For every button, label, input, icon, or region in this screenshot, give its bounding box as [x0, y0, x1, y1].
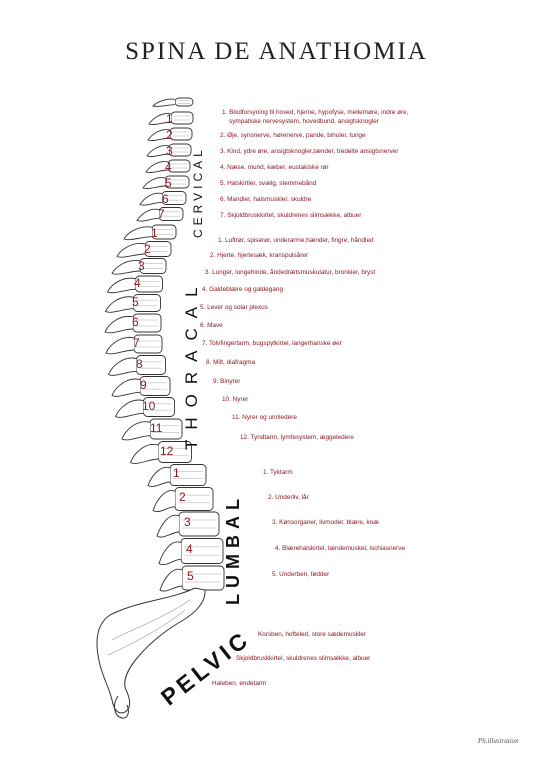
vertebra-number: 4: [165, 160, 172, 174]
note-item: 4. Næse, mund, kæber, eustakiske rør: [220, 164, 329, 171]
vertebra-process: [142, 177, 166, 189]
vertebra-number: 2: [179, 490, 186, 504]
vertebra-process: [156, 514, 180, 538]
vertebra-process: [136, 208, 160, 222]
vertebra-body: [169, 127, 193, 141]
note-item: 2. Underliv, lår: [268, 494, 309, 501]
region-label-cervical: CERVICAL: [191, 146, 205, 238]
vertebra-process: [107, 357, 137, 376]
note-item: 4. Blærehalskirtel, lændemuskel, ischias…: [275, 545, 405, 552]
vertebra-process: [159, 568, 183, 592]
sacrum-line: [107, 609, 186, 656]
note-item: 5. Underben, fødder: [272, 571, 330, 578]
note-item: 9. Binyrer: [213, 378, 241, 385]
vertebra-process: [114, 399, 144, 418]
vertebra-number: 5: [187, 569, 194, 583]
vertebra-process: [129, 443, 159, 464]
note-item: 7. Skjoldbruskkirtel, skuldrenes slimsæk…: [220, 212, 362, 219]
region-label-lumbal: LUMBAL: [223, 493, 243, 605]
vertebra-process: [147, 466, 171, 487]
vertebra-process: [105, 336, 135, 355]
coccyx-shape: [114, 695, 129, 719]
vertebra-number: 5: [132, 295, 139, 309]
vertebra-process: [152, 98, 176, 107]
vertebra-number: 3: [166, 144, 173, 158]
vertebra-number: 9: [140, 378, 147, 392]
vertebra-number: 3: [138, 259, 145, 273]
vertebra-process: [116, 243, 146, 258]
vertebra-process: [121, 421, 151, 441]
vertebra-body: [170, 111, 194, 125]
vertebra-process: [158, 541, 182, 566]
vertebra-process: [145, 161, 169, 173]
vertebra-number: 2: [166, 128, 173, 142]
vertebra-process: [146, 145, 170, 157]
note-item: 12. Tyndtarm, lymfesystem, æggeledere: [240, 434, 354, 441]
note-item: 6. Mandler, halsmuskler, skuldre: [220, 196, 312, 203]
vertebra-number: 2: [144, 242, 151, 256]
note-item: 5. Halskirtler, svælg, stemmebånd: [220, 180, 317, 187]
note-item: 3. Kind, ydre øre, ansigtsknogler,tænder…: [220, 148, 399, 155]
note-item: 7. Tolvfingertarm, bugspytkirtel, langer…: [202, 340, 342, 347]
vertebra-number: 3: [184, 515, 191, 529]
vertebra-process: [123, 226, 153, 241]
vertebra-number: 8: [136, 357, 143, 371]
note-item: 5. Lever og solar plexus: [200, 304, 268, 311]
vertebra-process: [152, 490, 176, 512]
vertebra-process: [139, 192, 163, 206]
vertebra-process: [104, 296, 134, 313]
vertebra-process: [111, 378, 141, 397]
note-item: 1. Luftrør, spiserør, underarme,hænder, …: [218, 237, 374, 244]
poster-title: SPINA DE ANATHOMIA: [125, 38, 428, 65]
vertebra-number: 1: [151, 226, 158, 240]
note-item: Haleben, endetarm: [212, 680, 267, 687]
vertebra-number: 4: [186, 542, 193, 556]
region-label-thoracal: THORACAL: [182, 277, 201, 450]
vertebra-process: [106, 277, 136, 294]
vertebra-body: [174, 97, 194, 107]
vertebra-number: 4: [134, 276, 141, 290]
note-item: Skjoldbruskkirtel, skuldrenes slimsække,…: [236, 655, 371, 662]
vertebra-number: 1: [173, 466, 180, 480]
vertebra-number: 5: [165, 176, 172, 190]
vertebra-number: 12: [160, 444, 174, 458]
vertebra-number: 11: [150, 421, 163, 435]
note-item: 1. Blodforsyning til hoved, hjerne, hypo…: [222, 109, 409, 116]
note-item: 3. Kønsorganer, livmoder, blære, knæ: [272, 519, 379, 526]
note-item: sympatiske nervesystem, hovedbund, ansig…: [229, 118, 379, 125]
note-item: 1. Tyktarm: [263, 469, 293, 476]
vertebra-process: [104, 315, 134, 334]
note-item: 3. Lunger, lungehinde, åndedrætsmuskulat…: [205, 269, 376, 276]
note-item: 4. Galdeblære og galdegang: [202, 286, 284, 293]
note-item: Korsben, hofteled, store sædemuskler: [258, 631, 366, 638]
vertebra-number: 6: [132, 315, 139, 329]
vertebra-number: 1: [166, 112, 173, 126]
note-item: 11. Nyrer og urinledere: [232, 414, 297, 421]
sacrum-shape: [96, 587, 206, 714]
vertebra-process: [111, 260, 141, 275]
note-item: 8. Milt, diafragma: [206, 359, 256, 366]
vertebra-number: 7: [158, 207, 165, 221]
vertebra-number: 7: [133, 336, 140, 350]
sacrum-line: [111, 599, 191, 641]
note-item: 10. Nyrer: [222, 396, 249, 403]
note-item: 2. Hjerte, hjertesæk, kranspulsårer: [210, 252, 309, 259]
vertebra-process: [148, 113, 172, 125]
note-item: 2. Øje, synsnerve, hørenerve, pande, bih…: [220, 132, 366, 139]
vertebra-number: 10: [142, 399, 156, 413]
vertebra-process: [147, 129, 171, 141]
note-item: 6. Mave: [200, 322, 223, 329]
vertebra-number: 6: [162, 192, 169, 206]
artist-signature: Ph.illustration: [478, 737, 519, 745]
